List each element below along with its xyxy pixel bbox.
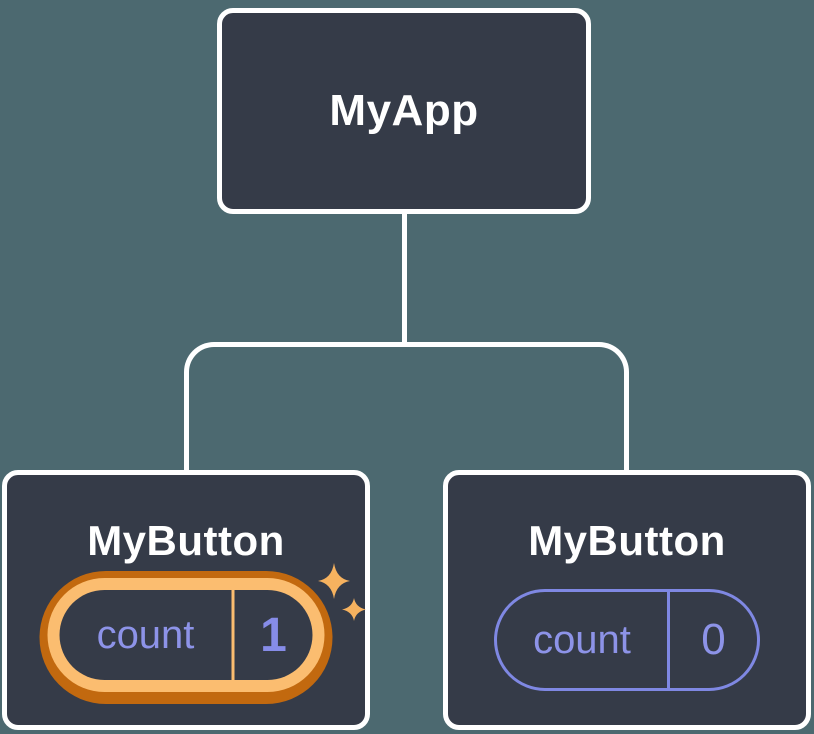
sparkle-icon bbox=[318, 563, 366, 621]
state-key-label: count bbox=[96, 612, 195, 657]
state-pill-body: count 1 bbox=[59, 590, 313, 680]
state-value-cell: 0 bbox=[670, 592, 757, 688]
state-value-label: 0 bbox=[701, 615, 726, 664]
state-key-cell: count bbox=[60, 590, 232, 680]
state-pill: count 0 bbox=[494, 589, 760, 691]
state-key-cell: count bbox=[497, 592, 667, 688]
root-node-label: MyApp bbox=[329, 86, 479, 135]
state-pill-highlighted: count 1 bbox=[39, 571, 333, 704]
state-value-cell: 1 bbox=[235, 590, 313, 680]
child-node-left: MyButton count 1 bbox=[2, 470, 370, 730]
connector-stem bbox=[402, 211, 407, 345]
child-node-right-label: MyButton bbox=[528, 517, 726, 564]
state-key-label: count bbox=[533, 617, 631, 662]
state-pill-highlight-ring: count 1 bbox=[47, 578, 325, 692]
connector-bracket bbox=[184, 342, 629, 470]
state-pill-divider bbox=[231, 590, 235, 680]
state-pill-divider bbox=[667, 592, 670, 688]
child-node-left-label: MyButton bbox=[87, 517, 285, 564]
child-node-right: MyButton count 0 bbox=[443, 470, 811, 730]
state-value-label: 1 bbox=[260, 608, 287, 662]
root-node: MyApp bbox=[217, 8, 591, 214]
